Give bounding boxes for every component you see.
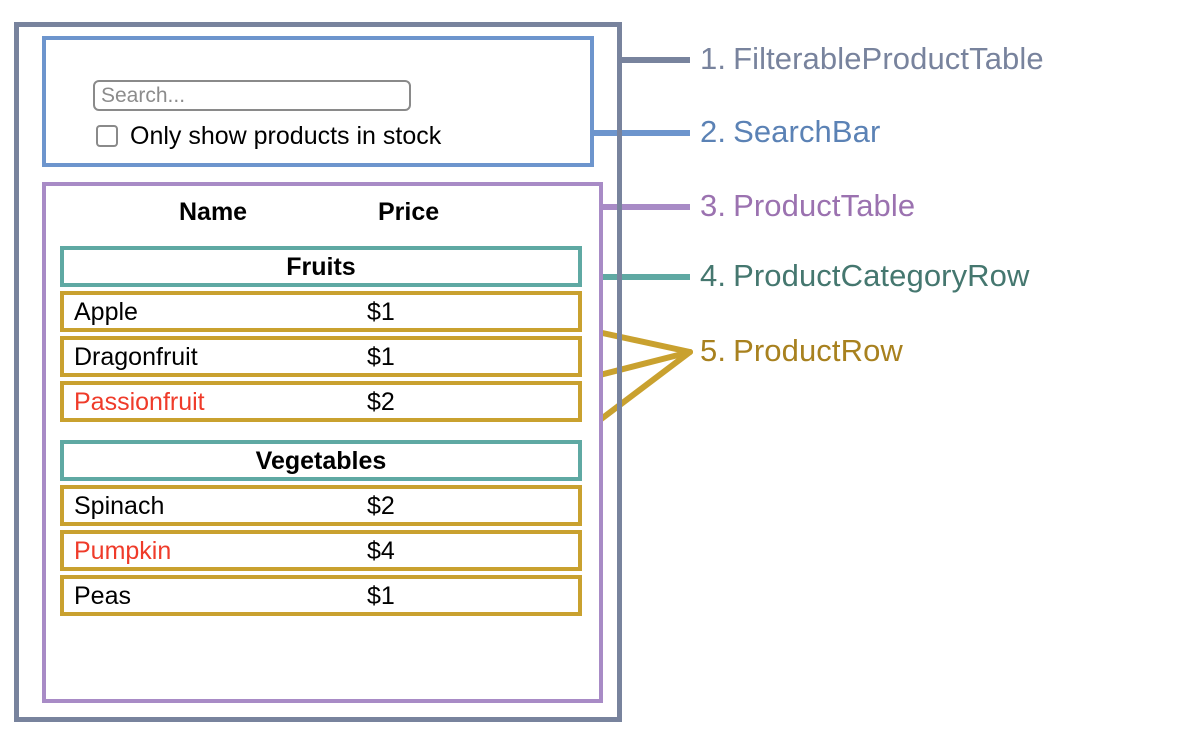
in-stock-checkbox-label: Only show products in stock	[130, 122, 442, 150]
product-row-name: Dragonfruit	[74, 342, 198, 371]
legend-number: 3.	[700, 188, 727, 223]
product-row-name: Apple	[74, 297, 138, 326]
legend-label: FilterableProductTable	[733, 41, 1044, 76]
legend-number: 2.	[700, 114, 727, 149]
product-row-name-out-of-stock: Pumpkin	[74, 536, 172, 565]
product-row-price: $1	[367, 342, 395, 371]
legend-item-filterable-product-table: 1.FilterableProductTable	[700, 42, 1044, 76]
product-row-passionfruit: Passionfruit $2	[60, 381, 582, 422]
product-row-price: $2	[367, 387, 395, 416]
product-row-name: Spinach	[74, 491, 165, 520]
legend-number: 4.	[700, 258, 727, 293]
legend-number: 5.	[700, 333, 727, 368]
product-category-row-vegetables: Vegetables	[60, 440, 582, 481]
legend-label: ProductCategoryRow	[733, 258, 1030, 293]
legend-number: 1.	[700, 41, 727, 76]
product-row-spinach: Spinach $2	[60, 485, 582, 526]
legend-item-product-table: 3.ProductTable	[700, 189, 915, 223]
product-row-name: Peas	[74, 581, 131, 610]
product-category-row-label: Vegetables	[255, 446, 387, 475]
product-category-row-label: Fruits	[286, 252, 356, 281]
product-row-peas: Peas $1	[60, 575, 582, 616]
product-row-pumpkin: Pumpkin $4	[60, 530, 582, 571]
legend-item-product-category-row: 4.ProductCategoryRow	[700, 259, 1030, 293]
product-row-price: $2	[367, 491, 395, 520]
product-table-header: Name Price	[60, 196, 582, 232]
product-table-rows: Fruits Apple $1 Dragonfruit $1 Passionfr…	[60, 246, 582, 620]
product-row-name-out-of-stock: Passionfruit	[74, 387, 205, 416]
search-bar-boundary: Search... Only show products in stock	[42, 36, 594, 167]
in-stock-filter[interactable]: Only show products in stock	[96, 123, 441, 149]
product-row-price: $1	[367, 297, 395, 326]
legend-label: ProductTable	[733, 188, 916, 223]
in-stock-checkbox[interactable]	[96, 125, 118, 147]
search-input[interactable]: Search...	[93, 80, 411, 111]
legend-label: ProductRow	[733, 333, 903, 368]
product-row-apple: Apple $1	[60, 291, 582, 332]
legend-item-product-row: 5.ProductRow	[700, 334, 903, 368]
product-row-price: $4	[367, 536, 395, 565]
legend-label: SearchBar	[733, 114, 881, 149]
column-header-price: Price	[378, 198, 440, 226]
filterable-product-table-boundary	[14, 22, 622, 722]
legend-item-search-bar: 2.SearchBar	[700, 115, 880, 149]
column-header-name: Name	[179, 198, 248, 226]
product-row-dragonfruit: Dragonfruit $1	[60, 336, 582, 377]
product-category-row-fruits: Fruits	[60, 246, 582, 287]
product-row-price: $1	[367, 581, 395, 610]
